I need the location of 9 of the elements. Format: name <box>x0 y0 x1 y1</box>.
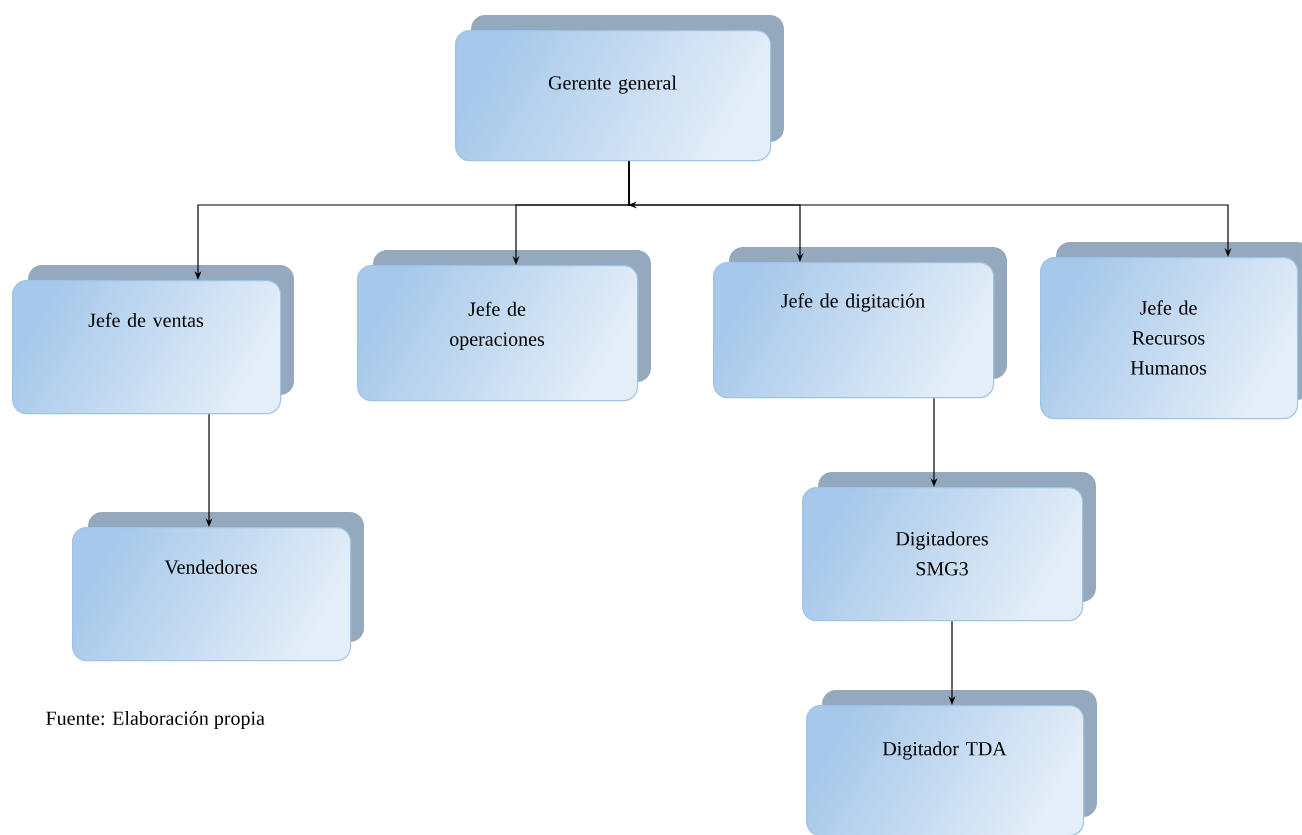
org-box: Gerente general <box>455 15 784 162</box>
org-box: Jefe de Recursos Humanos <box>1040 242 1302 420</box>
org-box: Jefe de ventas <box>12 265 294 415</box>
source-note: Fuente: Elaboración propia <box>46 710 265 730</box>
org-box: Digitadores SMG3 <box>802 472 1096 622</box>
org-box: Vendedores <box>72 512 364 662</box>
org-box: Jefe de digitación <box>713 247 1007 399</box>
org-box: Digitador TDA <box>806 690 1097 835</box>
org-box: Jefe de operaciones <box>357 250 651 402</box>
